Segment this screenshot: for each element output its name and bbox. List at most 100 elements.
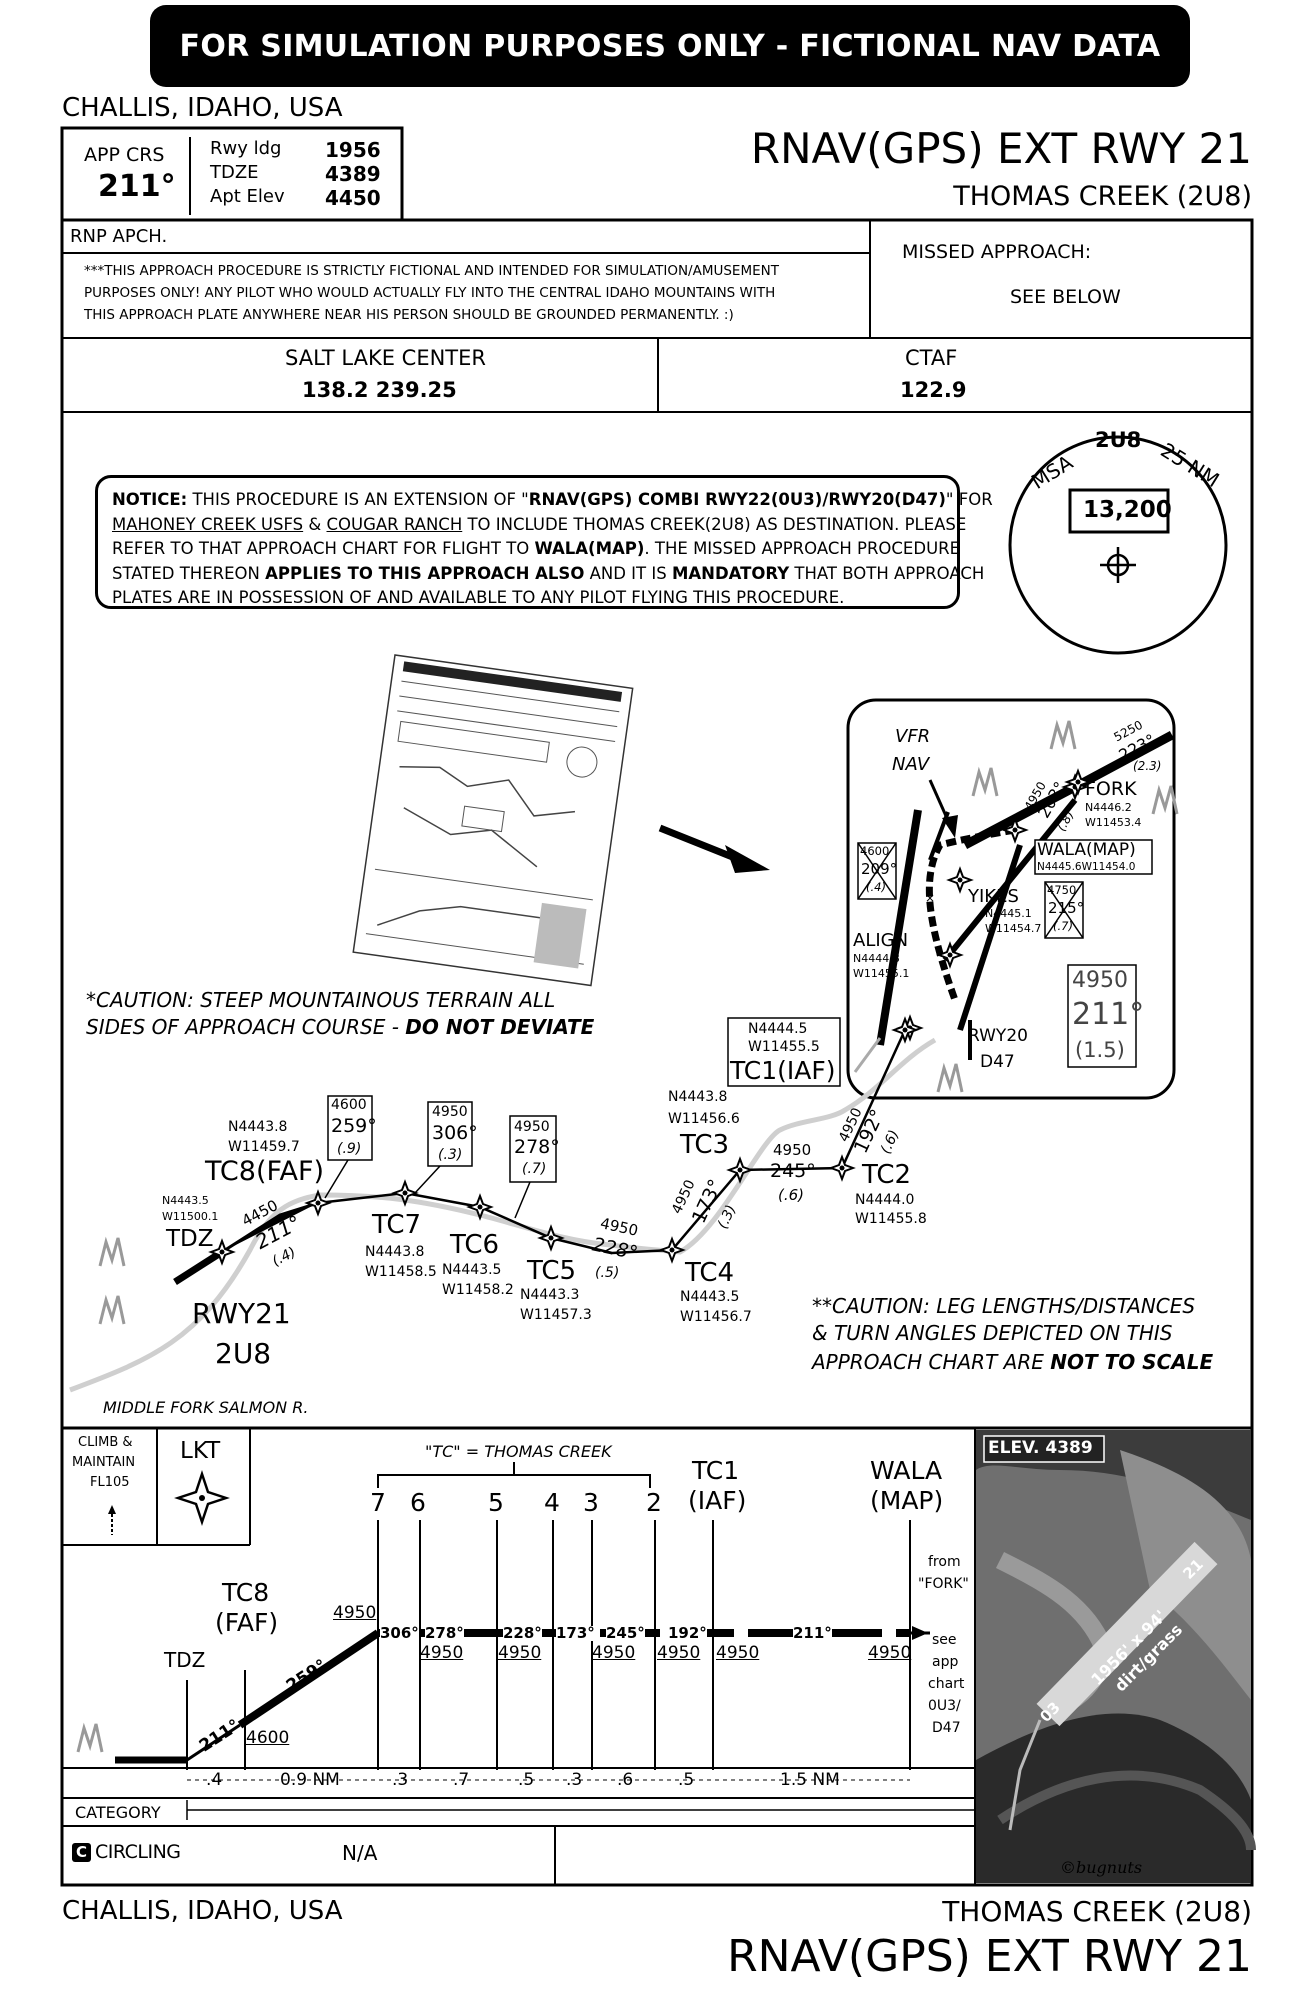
- tc2-w: W11455.8: [855, 1211, 927, 1227]
- caution-terrain-line2: SIDES OF APPROACH COURSE - DO NOT DEVIAT…: [86, 1017, 594, 1037]
- dist-1: .4: [206, 1770, 223, 1790]
- see-line1: see: [932, 1632, 957, 1648]
- notice-l5: PLATES ARE IN POSSESSION OF AND AVAILABL…: [112, 588, 845, 607]
- center-frequency: 138.2 239.25: [302, 378, 457, 402]
- leg-tc3-tc2-crs: 245°: [770, 1160, 816, 1182]
- tc1-label: TC1(IAF): [730, 1056, 836, 1085]
- disclaimer-line2: PURPOSES ONLY! ANY PILOT WHO WOULD ACTUA…: [84, 285, 776, 301]
- notice-l2b: &: [303, 514, 327, 534]
- disclaimer-line1: ***THIS APPROACH PROCEDURE IS STRICTLY F…: [84, 263, 779, 279]
- missed-approach-label: MISSED APPROACH:: [902, 241, 1092, 263]
- inset-big-4950: 4950: [1072, 968, 1128, 993]
- notice-l3b: WALA(MAP): [534, 539, 645, 558]
- caution-scale-line2: & TURN ANGLES DEPICTED ON THIS: [812, 1321, 1173, 1345]
- tc3-label: TC3: [680, 1130, 730, 1160]
- app-crs-value: 211°: [98, 169, 176, 204]
- profile-alt-b1: 4950: [420, 1643, 464, 1663]
- tdze-value: 4389: [325, 162, 381, 186]
- caution-terrain-line1: *CAUTION: STEEP MOUNTAINOUS TERRAIN ALL: [86, 988, 556, 1012]
- footer-title: RNAV(GPS) EXT RWY 21: [727, 1931, 1252, 1982]
- tc8-w: W11459.7: [228, 1139, 300, 1155]
- leg-tc8-tc7-dist: (.9): [337, 1141, 362, 1157]
- climb-line2: MAINTAIN: [72, 1455, 136, 1470]
- tc7-label: TC7: [372, 1210, 422, 1240]
- inset-fork-n: N4446.2: [1085, 801, 1132, 814]
- tc6-label: TC6: [450, 1230, 500, 1260]
- profile-fix-4: 4: [544, 1488, 560, 1517]
- disclaimer-line3: THIS APPROACH PLATE ANYWHERE NEAR HIS PE…: [84, 307, 734, 323]
- dist-5: .5: [518, 1770, 535, 1790]
- caution-scale-line1: **CAUTION: LEG LENGTHS/DISTANCES: [812, 1294, 1196, 1318]
- tc5-label: TC5: [527, 1256, 577, 1286]
- see-line5: D47: [932, 1720, 961, 1736]
- inset-big-15: (1.5): [1075, 1038, 1125, 1062]
- inset-wala: WALA(MAP): [1037, 840, 1136, 860]
- center-label: SALT LAKE CENTER: [285, 346, 486, 370]
- simulation-banner: FOR SIMULATION PURPOSES ONLY - FICTIONAL…: [150, 5, 1190, 87]
- caution-scale-line3a: APPROACH CHART ARE: [812, 1350, 1051, 1374]
- leg-tc7-tc6-alt: 4950: [432, 1104, 468, 1120]
- river-label: MIDDLE FORK SALMON R.: [103, 1398, 309, 1417]
- inset-x-07: (.7): [1053, 919, 1073, 933]
- inset-yikes-n: N4445.1: [985, 907, 1032, 920]
- tc3-w: W11456.6: [668, 1111, 740, 1127]
- tdz-n: N4443.5: [162, 1194, 209, 1207]
- ctaf-label: CTAF: [905, 346, 958, 370]
- tc4-n: N4443.5: [680, 1289, 740, 1305]
- profile-tc8-a: TC8: [222, 1578, 270, 1607]
- climb-line3: FL105: [90, 1475, 130, 1490]
- inset-yikes-w: W11454.7: [985, 922, 1042, 935]
- from-line2: "FORK": [918, 1576, 969, 1592]
- circling-label: CIRCLING: [95, 1841, 181, 1863]
- ctaf-frequency: 122.9: [900, 378, 967, 402]
- profile-fix-7: 7: [370, 1488, 386, 1517]
- profile-alt-b3: 4950: [592, 1643, 636, 1663]
- dist-9: 1.5 NM: [780, 1770, 840, 1790]
- notice-lead: NOTICE:: [112, 490, 188, 509]
- inset-d47: D47: [980, 1052, 1015, 1072]
- tc6-w: W11458.2: [442, 1282, 514, 1298]
- location-label: CHALLIS, IDAHO, USA: [62, 93, 343, 123]
- profile-fix-5: 5: [488, 1488, 504, 1517]
- plate-thumbnail: [352, 654, 634, 987]
- notice-box: NOTICE: THIS PROCEDURE IS AN EXTENSION O…: [95, 475, 993, 609]
- dist-4: .7: [453, 1770, 470, 1790]
- circling-badge: C: [72, 1843, 91, 1862]
- tc8-n: N4443.8: [228, 1119, 288, 1135]
- climb-line1: CLIMB &: [78, 1435, 133, 1450]
- inset-rwy20: RWY20: [968, 1026, 1028, 1046]
- lkt-label: LKT: [180, 1438, 221, 1464]
- notice-l1b: RNAV(GPS) COMBI RWY22(0U3)/RWY20(D47): [528, 490, 946, 509]
- notice-l1a: THIS PROCEDURE IS AN EXTENSION OF ": [187, 490, 529, 509]
- rwy21-label: RWY21: [192, 1297, 291, 1330]
- tc7-n: N4443.8: [365, 1244, 425, 1260]
- see-line4: 0U3/: [928, 1698, 961, 1714]
- profile-fix-3: 3: [583, 1488, 599, 1517]
- tdz-w: W11500.1: [162, 1210, 219, 1223]
- see-line2: app: [932, 1654, 959, 1670]
- msa-airport: 2U8: [1095, 428, 1142, 452]
- procedure-title: RNAV(GPS) EXT RWY 21: [750, 124, 1252, 173]
- tc4-label: TC4: [685, 1258, 735, 1288]
- airport-photo: [976, 1430, 1256, 1883]
- see-line3: chart: [928, 1676, 965, 1692]
- apt-elev-value: 4450: [325, 186, 381, 210]
- svg-text:×: ×: [925, 891, 935, 905]
- tc1-w: W11455.5: [748, 1039, 820, 1055]
- inset-fork: FORK: [1085, 778, 1137, 800]
- inset-big-211: 211°: [1072, 997, 1145, 1032]
- tc6-n: N4443.5: [442, 1262, 502, 1278]
- app-crs-label: APP CRS: [84, 144, 165, 166]
- dist-6: .3: [566, 1770, 583, 1790]
- caution-scale-line3b: NOT TO SCALE: [1050, 1350, 1214, 1374]
- category-label: CATEGORY: [75, 1803, 161, 1822]
- leg-tc6-tc5-crs: 278°: [514, 1136, 560, 1158]
- profile-crs-278: 278°: [425, 1624, 464, 1642]
- profile-tdz: TDZ: [164, 1648, 206, 1672]
- tdze-label: TDZE: [210, 162, 259, 183]
- inset-align: ALIGN: [853, 930, 909, 951]
- dist-3: .3: [392, 1770, 409, 1790]
- profile-tc1-a: TC1: [692, 1456, 740, 1485]
- notice-l4e: THAT BOTH APPROACH: [789, 563, 985, 583]
